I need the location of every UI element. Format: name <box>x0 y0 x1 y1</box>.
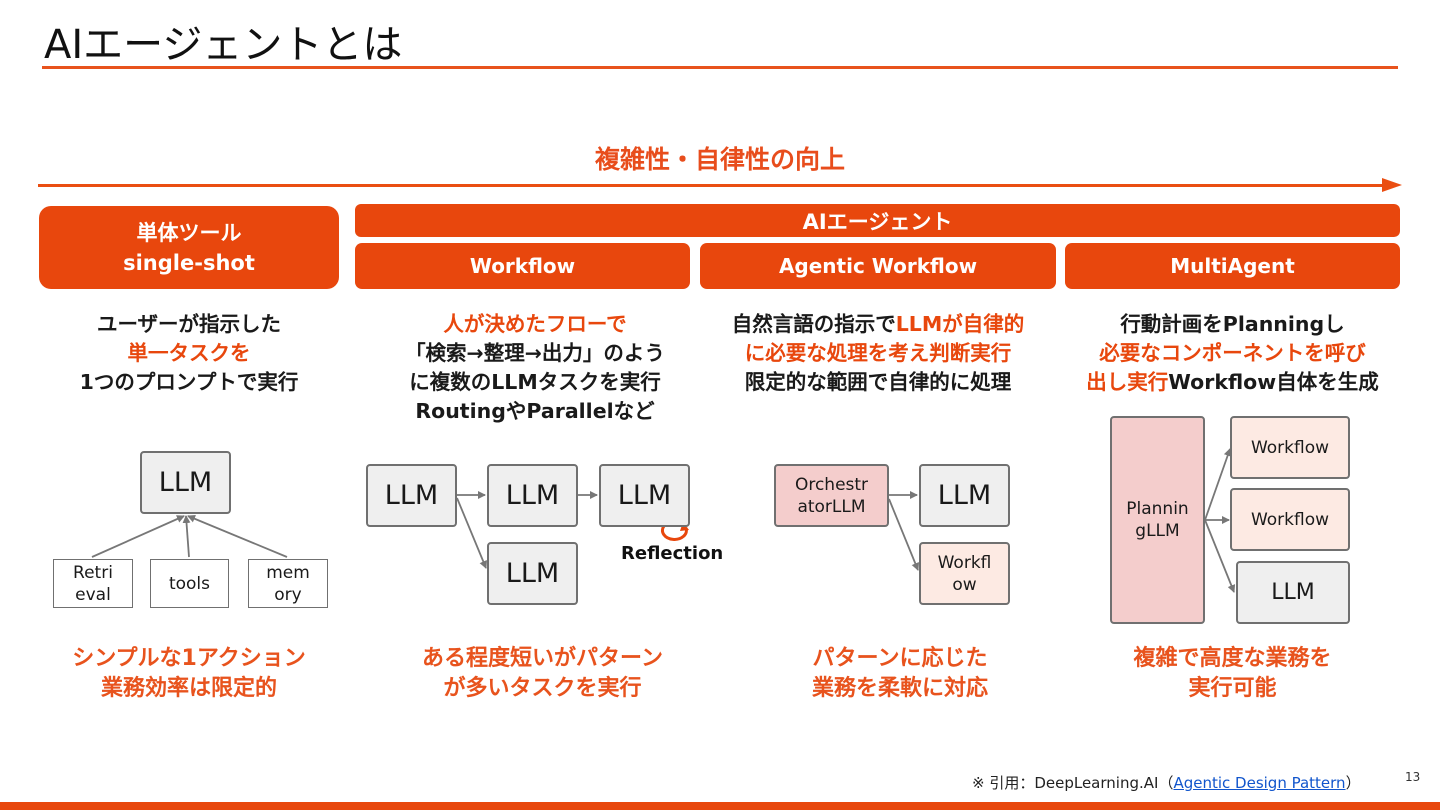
agentic-workflow-header: Agentic Workflow <box>700 243 1056 289</box>
arrow-retrieval-to-llm <box>91 515 185 558</box>
summary-line: 業務を柔軟に対応 <box>811 676 988 701</box>
llm-node: LLM <box>919 464 1010 527</box>
workflow-description: 人が決めたフローで 「検索→整理→出力」のよう に複数のLLMタスクを実行 Ro… <box>355 310 715 426</box>
summary-line: ある程度短いがパターン <box>422 646 663 671</box>
summary-line: 業務効率は限定的 <box>100 676 277 701</box>
single-tool-summary: シンプルな1アクション 業務効率は限定的 <box>39 644 339 704</box>
citation-suffix: ） <box>1345 774 1361 792</box>
single-desc-line: 1つのプロンプトで実行 <box>79 370 299 394</box>
single-desc-line: ユーザーが指示した <box>96 312 282 336</box>
agentic-desc-line1: 自然言語の指示でLLMが自律的 <box>700 310 1056 339</box>
workflow-header: Workflow <box>355 243 690 289</box>
single-tool-header-line1: 単体ツール <box>136 220 242 245</box>
reflection-loop-icon <box>660 525 688 541</box>
multi-desc-line3: 出し実行Workflow自体を生成 <box>1060 368 1405 397</box>
llm-node: LLM <box>1236 561 1350 624</box>
arrow-planning-to-llm <box>1204 519 1236 593</box>
arrow-memory-to-llm <box>187 514 288 558</box>
multi-desc-highlight: 出し実行 <box>1086 370 1169 394</box>
llm-node: LLM <box>487 464 578 527</box>
agentic-desc-plain: 自然言語の指示で <box>731 312 896 336</box>
title-divider <box>42 66 1398 69</box>
workflow-node: Workflow <box>1230 488 1350 551</box>
agentic-desc-highlight: に必要な処理を考え判断実行 <box>744 341 1012 365</box>
workflow-node: Workfl ow <box>919 542 1010 605</box>
single-tool-header: 単体ツール single-shot <box>39 206 339 289</box>
summary-line: シンプルな1アクション <box>72 646 306 671</box>
workflow-node: Workflow <box>1230 416 1350 479</box>
summary-line: パターンに応じた <box>812 646 988 671</box>
axis-arrow-line <box>38 184 1384 187</box>
multi-desc-line: 行動計画をPlanningし <box>1120 312 1345 336</box>
orchestrator-llm-node: Orchestr atorLLM <box>774 464 889 527</box>
summary-line: が多いタスクを実行 <box>443 676 642 701</box>
axis-label: 複雑性・自律性の向上 <box>594 145 845 174</box>
workflow-desc-line: 「検索→整理→出力」のよう <box>405 341 665 365</box>
citation-prefix: ※ 引用：DeepLearning.AI（ <box>972 774 1174 792</box>
workflow-summary: ある程度短いがパターン が多いタスクを実行 <box>355 644 730 704</box>
multi-desc-highlight: 必要なコンポーネントを呼び <box>1099 341 1366 365</box>
reflection-label: Reflection <box>621 543 724 564</box>
planning-llm-node: Plannin gLLM <box>1110 416 1205 624</box>
memory-node: mem ory <box>248 559 328 608</box>
arrow-tools-to-llm <box>182 515 191 558</box>
workflow-desc-line: に複数のLLMタスクを実行 <box>409 370 661 394</box>
multi-desc-plain: Workflow自体を生成 <box>1168 370 1379 394</box>
workflow-desc-line: RoutingやParallelなど <box>415 399 655 423</box>
axis-arrow-head-icon <box>1382 178 1402 192</box>
bottom-accent-bar <box>0 802 1440 810</box>
summary-line: 実行可能 <box>1188 676 1277 701</box>
single-desc-highlight: 単一タスクを <box>127 341 251 365</box>
multiagent-summary: 複雑で高度な業務を 実行可能 <box>1065 644 1400 704</box>
tools-node: tools <box>150 559 229 608</box>
single-tool-header-line2: single-shot <box>123 250 255 275</box>
summary-line: 複雑で高度な業務を <box>1133 646 1332 671</box>
single-tool-description: ユーザーが指示した 単一タスクを 1つのプロンプトで実行 <box>39 310 339 397</box>
page-title: AIエージェントとは <box>44 22 403 68</box>
llm-node: LLM <box>599 464 690 527</box>
workflow-desc-highlight: 人が決めたフローで <box>443 312 627 336</box>
agentic-desc-line: 限定的な範囲で自律的に処理 <box>744 370 1012 394</box>
agentic-summary: パターンに応じた 業務を柔軟に対応 <box>700 644 1100 704</box>
multiagent-description: 行動計画をPlanningし 必要なコンポーネントを呼び 出し実行Workflo… <box>1060 310 1405 397</box>
multiagent-header: MultiAgent <box>1065 243 1400 289</box>
page-number: 13 <box>1405 770 1421 784</box>
llm-node: LLM <box>366 464 457 527</box>
llm-node: LLM <box>487 542 578 605</box>
arrow-planning-to-workflow1 <box>1204 448 1232 521</box>
arrow-orchestrator-to-workflow <box>888 498 920 571</box>
agentic-description: 自然言語の指示でLLMが自律的 に必要な処理を考え判断実行 限定的な範囲で自律的… <box>700 310 1056 397</box>
citation: ※ 引用：DeepLearning.AI（Agentic Design Patt… <box>972 772 1361 793</box>
retrieval-node: Retri eval <box>53 559 133 608</box>
llm-node: LLM <box>140 451 231 514</box>
arrow-llm1-to-llm4 <box>456 497 488 569</box>
citation-link[interactable]: Agentic Design Pattern <box>1173 774 1346 792</box>
agentic-desc-highlight: LLMが自律的 <box>895 312 1025 336</box>
ai-agent-header: AIエージェント <box>355 204 1400 237</box>
